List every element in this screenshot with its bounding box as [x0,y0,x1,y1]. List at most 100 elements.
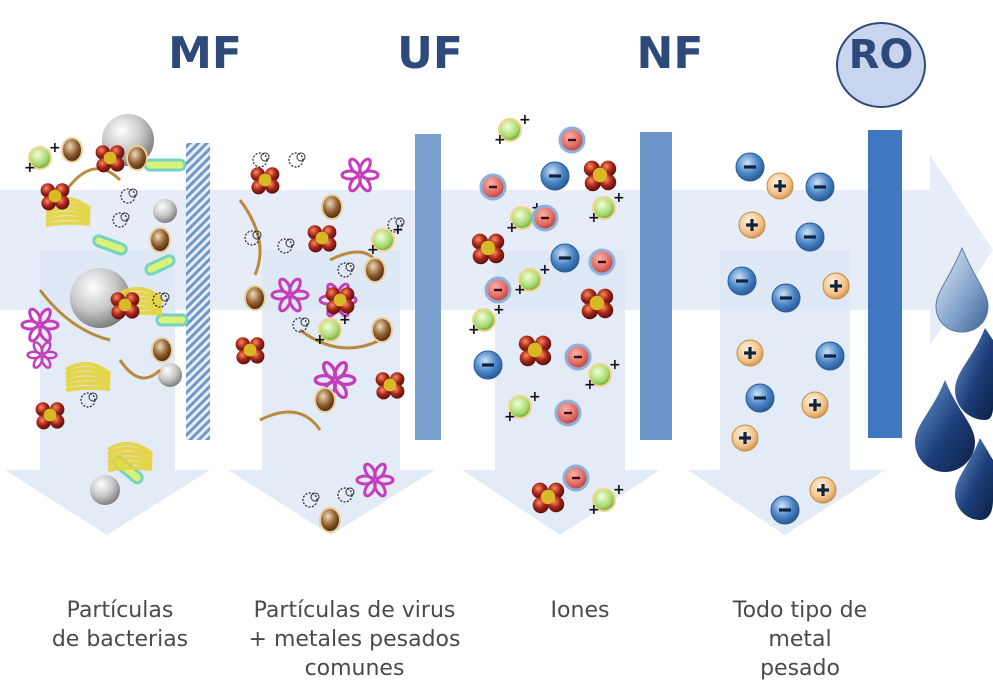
protein-icon [152,292,170,308]
minus-ion-icon [771,283,801,313]
caption-uf: Partículas de virus + metales pesados co… [222,596,487,683]
heavy-metal-molecule-icon [531,482,565,514]
minus-ion-icon [795,222,825,252]
svg-text:+: + [588,502,600,518]
plus-ion-icon [766,172,794,200]
red-ion-icon [588,248,616,276]
caption-line: Partículas de virus [253,598,456,623]
svg-text:+: + [24,160,36,176]
heavy-metal-molecule-icon [583,160,617,192]
caption-line: Todo tipo de [732,598,868,623]
bacteria-rod-icon [143,158,187,172]
protein-icon [244,230,262,246]
minus-ion-icon [805,172,835,202]
bacteria-spore-icon [314,387,336,413]
svg-text:+: + [519,112,531,128]
bacteria-icon [158,363,182,387]
svg-text:+: + [504,409,516,425]
svg-text:+: + [584,377,596,393]
caption-ro: Todo tipo de metal pesado [700,596,900,683]
bacteria-spore-icon [321,194,343,220]
protein-icon [252,152,270,168]
bacteria-rod-icon [92,234,128,256]
red-ion-icon [562,464,590,492]
fiber-strand [299,328,381,350]
heading-uf: UF [397,28,463,79]
svg-text:+: + [314,332,326,348]
svg-text:+: + [506,220,518,236]
bacteria-spore-icon [319,507,341,533]
membrane-mf [186,143,210,440]
red-ion-icon [558,126,586,154]
fiber-strand [38,289,111,342]
water-drop-icon [915,380,975,472]
heavy-metal-molecule-icon [375,372,405,400]
plus-ion-icon [738,211,766,239]
minus-ion-icon [550,243,580,273]
minus-ion-icon [735,152,765,182]
green-ion-icon: ++ [584,357,621,393]
heavy-metal-molecule-icon [518,335,552,367]
protein-icon [112,212,130,228]
virus-icon [340,157,380,193]
bacteria-spore-icon [126,145,148,171]
protein-icon [277,238,295,254]
red-ion-icon [564,343,592,371]
water-drop-icon [955,328,993,420]
bacteria-spore-icon [371,317,393,343]
membrane-ro [868,130,902,438]
bacteria-icon [153,199,177,223]
protein-icon [337,487,355,503]
minus-ion-icon [540,161,570,191]
heavy-metal-molecule-icon [307,225,337,253]
red-ion-icon [479,173,507,201]
svg-text:+: + [468,322,480,338]
svg-text:+: + [609,357,621,373]
svg-text:+: + [613,190,625,206]
yellow-protein-icon [106,442,154,472]
heavy-metal-molecule-icon [95,145,125,173]
svg-text:+: + [539,262,551,278]
bacteria-spore-icon [364,257,386,283]
green-ion-icon: ++ [468,302,505,338]
water-drop-icon [955,438,993,520]
svg-text:+: + [49,140,61,156]
plus-ion-icon [809,476,837,504]
caption-mf: Partículas de bacterias [30,596,210,654]
caption-line: comunes [304,656,405,681]
green-ion-icon: ++ [588,190,625,226]
protein-icon [120,188,138,204]
ro-highlight-circle [836,22,926,108]
membranes [186,130,902,440]
green-ion-icon: ++ [494,112,531,148]
heading-nf: NF [636,28,704,79]
flow-arrow-nf [462,250,660,535]
fiber-strand [118,359,162,380]
background-flow [0,155,993,535]
red-ion-icon [484,276,512,304]
flow-arrow-ro [688,250,885,535]
membrane-uf [415,134,441,440]
yellow-protein-icon [64,362,112,392]
bacteria-rod-icon [144,254,176,276]
protein-icon [292,317,310,333]
minus-ion-icon [770,495,800,525]
minus-ion-icon [815,341,845,371]
caption-line: metal [768,627,832,652]
virus-icon [313,360,357,400]
svg-text:+: + [613,482,625,498]
svg-text:+: + [339,312,351,328]
water-drop-icon [935,246,989,333]
caption-line: Iones [550,598,610,623]
protein-icon [387,217,405,233]
protein-icon [302,492,320,508]
svg-text:+: + [588,210,600,226]
bacteria-icon [90,475,120,505]
virus-icon [26,341,58,369]
heading-ro: RO [848,32,914,78]
virus-icon [355,462,395,498]
bacteria-spore-icon [149,227,171,253]
minus-ion-icon [473,350,503,380]
caption-line: Partículas [66,598,174,623]
